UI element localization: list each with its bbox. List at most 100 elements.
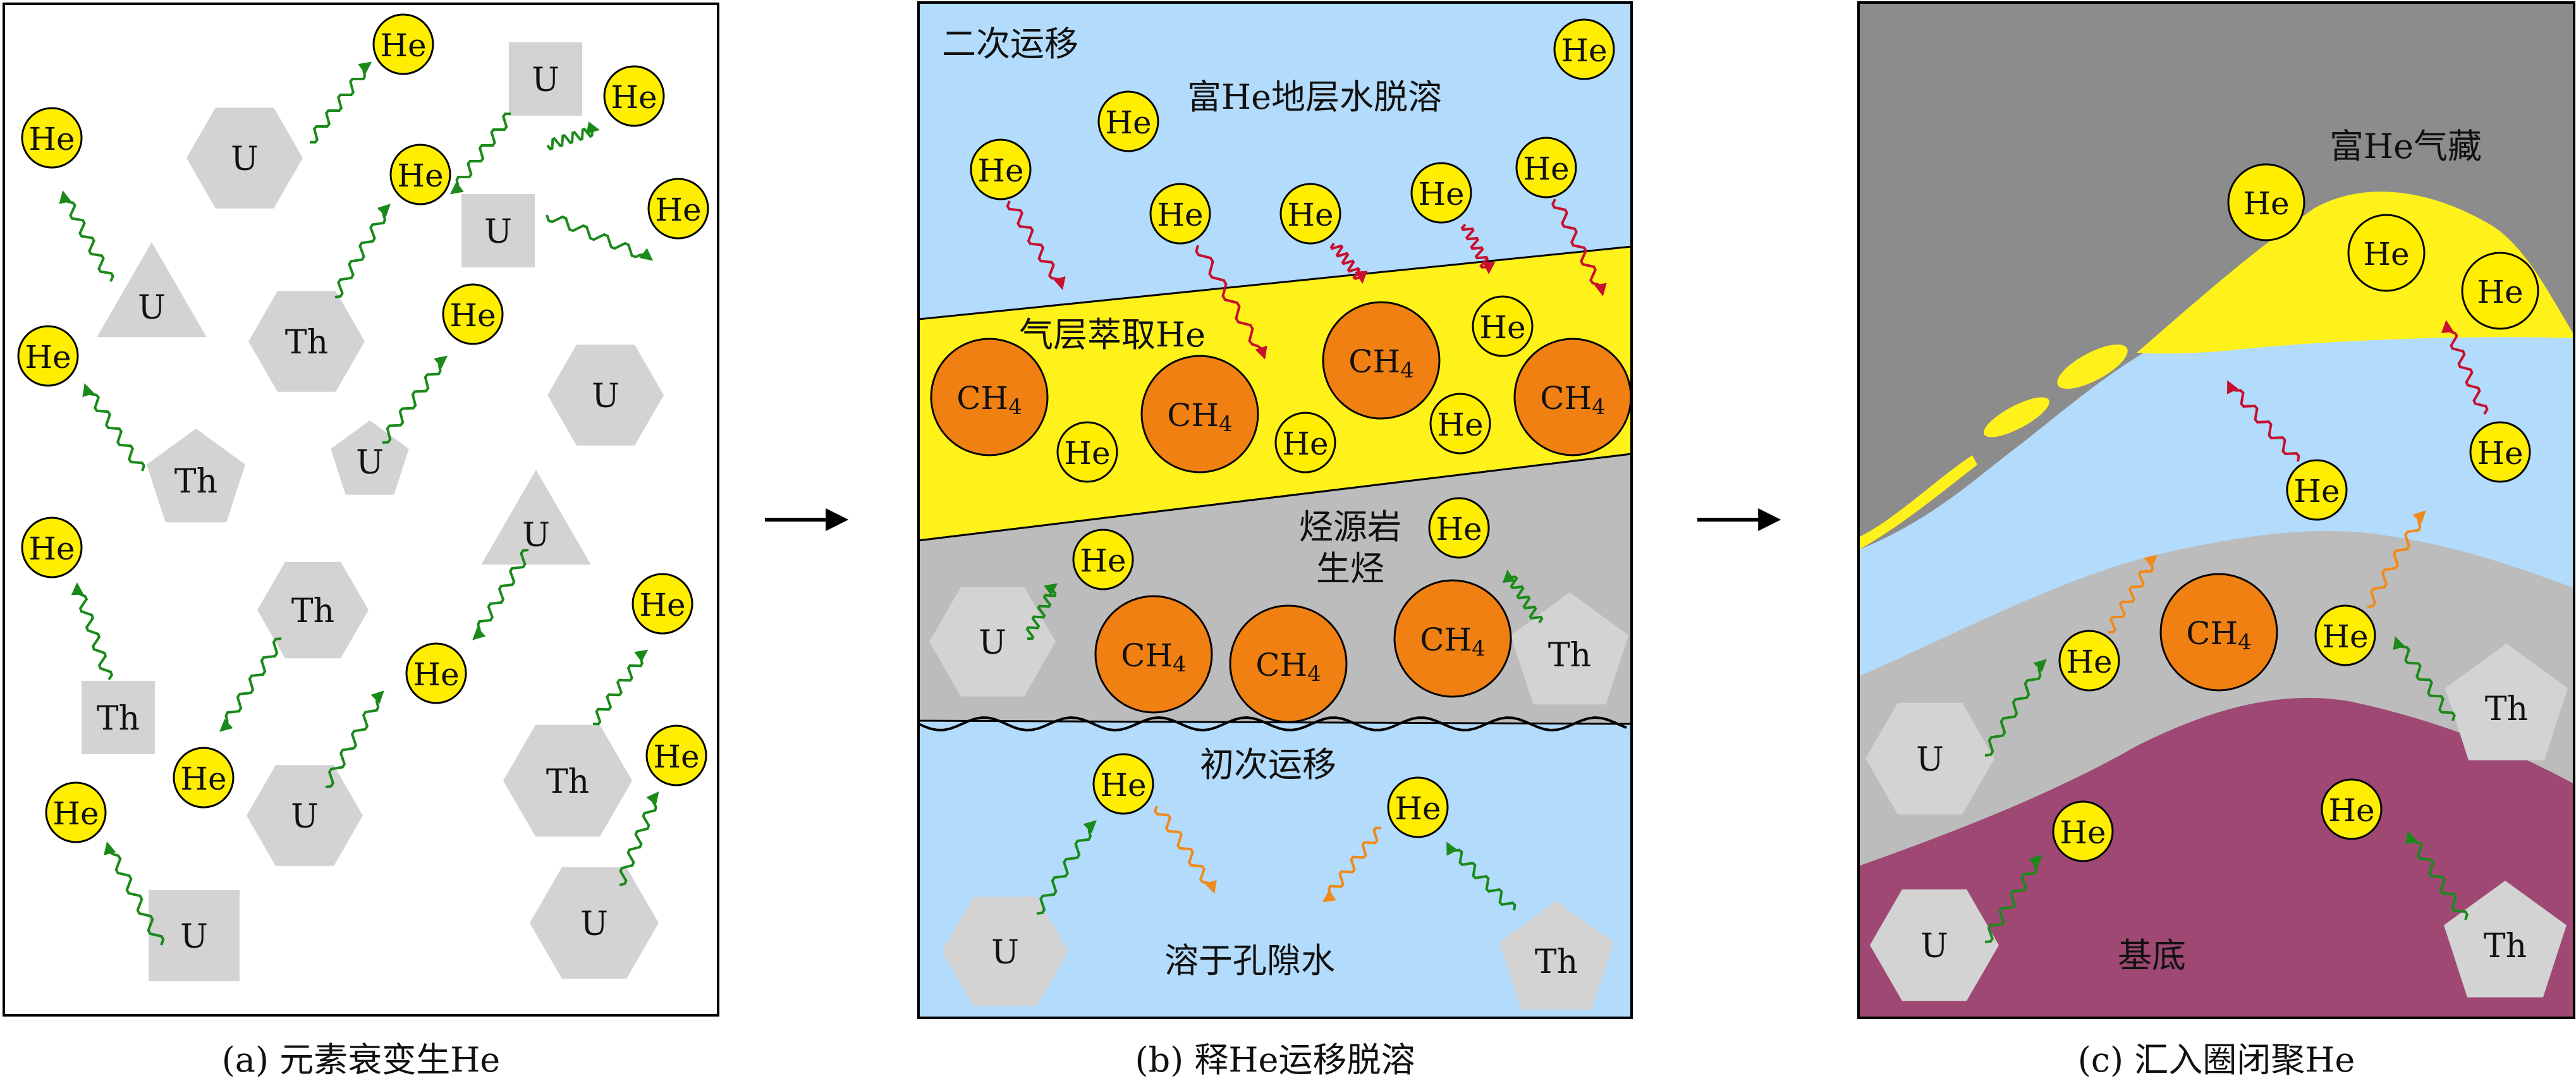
migration-arrow [1460, 223, 1496, 274]
migration-arrow [546, 121, 600, 151]
hexagon-mineral: U [1870, 889, 1999, 1001]
pentagon-mineral: Th [2444, 881, 2567, 998]
thorium-label: Th [2484, 927, 2527, 965]
helium-label: He [52, 795, 99, 832]
square-mineral: U [149, 890, 240, 981]
triangle-mineral: U [481, 470, 591, 565]
helium-atom: He [2461, 252, 2539, 330]
helium-label: He [1561, 32, 1607, 69]
methane-molecule: CH4 [1094, 595, 1213, 714]
migration-arrow [82, 383, 146, 472]
uranium-label: U [1916, 741, 1944, 779]
migration-arrow [2226, 380, 2300, 462]
helium-atom: He [2469, 421, 2531, 483]
helium-atom: He [970, 138, 1032, 200]
uranium-label: U [580, 905, 608, 943]
helium-label: He [2477, 274, 2523, 310]
helium-label: He [2322, 618, 2368, 655]
methane-molecule: CH4 [2159, 573, 2278, 692]
helium-atom: He [2227, 163, 2305, 241]
unconformity-wavy-line [919, 716, 1627, 732]
square-mineral: U [509, 42, 582, 116]
panel-a-frame [3, 3, 719, 1017]
uranium-label: U [231, 140, 259, 178]
label-source-rock-line1: 烃源岩 [1299, 507, 1401, 547]
helium-label: He [639, 587, 685, 623]
thorium-label: Th [285, 324, 328, 362]
label-source-rock-line2: 生烃 [1316, 549, 1384, 589]
helium-atom: He [1410, 162, 1472, 224]
helium-label: He [25, 339, 71, 376]
hexagon-mineral: U [929, 587, 1056, 697]
methane-molecule: CH4 [1229, 604, 1348, 723]
migration-arrow [1984, 855, 2043, 943]
basement-layer [1859, 697, 2574, 1018]
migration-arrow [449, 113, 511, 195]
panel-c-frame [1857, 1, 2575, 1019]
helium-label: He [1418, 176, 1464, 212]
helium-atom: He [1515, 137, 1577, 199]
helium-atom: He [1097, 90, 1159, 152]
helium-atom: He [1387, 776, 1449, 838]
helium-label: He [1287, 197, 1333, 233]
helium-atom: He [21, 107, 83, 169]
hexagon-mineral: Th [503, 724, 632, 837]
helium-label: He [2293, 473, 2340, 510]
helium-label: He [653, 738, 699, 775]
helium-label: He [2066, 644, 2112, 680]
helium-label: He [2363, 236, 2409, 272]
hexagon-mineral: U [247, 765, 363, 866]
square-mineral: U [461, 194, 535, 267]
migration-arrow [1153, 805, 1217, 894]
helium-label: He [28, 121, 75, 157]
helium-atom: He [1072, 529, 1134, 590]
uranium-label: U [484, 213, 512, 251]
migration-arrow [1329, 242, 1368, 284]
triangle-mineral: U [97, 242, 207, 337]
migration-arrow [1984, 659, 2047, 757]
label-basement: 基底 [2118, 936, 2186, 975]
helium-atom: He [1274, 412, 1336, 474]
migration-arrow [2405, 831, 2469, 920]
migration-arrow [325, 690, 384, 788]
helium-label: He [2243, 185, 2289, 222]
helium-label: He [180, 761, 226, 797]
migration-arrow [1036, 820, 1097, 915]
helium-atom: He [21, 516, 83, 578]
helium-atom: He [1472, 295, 1534, 357]
migration-arrow [1446, 841, 1517, 911]
caption-c: (c) 汇入圈闭聚He [2078, 1040, 2355, 1080]
helium-label: He [1064, 435, 1110, 472]
helium-label: He [977, 152, 1023, 189]
helium-label: He [2060, 814, 2106, 851]
helium-atom: He [17, 325, 79, 387]
helium-label: He [1105, 104, 1151, 141]
methane-molecule: CH4 [1322, 301, 1441, 420]
label-secondary-migration: 二次运移 [942, 24, 1078, 64]
label-gas-extraction: 气层萃取He [1019, 315, 1206, 355]
gas-lens-2 [1984, 397, 2049, 437]
migration-arrow [2393, 636, 2456, 721]
helium-label: He [2328, 792, 2374, 829]
methane-molecule: CH4 [1140, 355, 1259, 474]
uranium-label: U [356, 444, 384, 482]
helium-atom: He [389, 144, 451, 205]
migration-arrow [2367, 510, 2426, 608]
helium-label: He [1479, 309, 1525, 346]
migration-arrow [546, 214, 654, 261]
pentagon-mineral: Th [147, 429, 245, 523]
uranium-label: U [1920, 927, 1948, 965]
helium-atom: He [2286, 459, 2348, 521]
gas-streak [1859, 455, 1977, 550]
methane-molecule: CH4 [1393, 579, 1512, 698]
thorium-label: Th [546, 763, 589, 801]
methane-label: CH4 [1348, 343, 1414, 383]
helium-label: He [1437, 406, 1483, 443]
helium-atom: He [1056, 421, 1118, 483]
label-dissolved-in-pore-water: 溶于孔隙水 [1164, 941, 1335, 981]
helium-label: He [397, 157, 443, 194]
caption-b: (b) 释He运移脱溶 [1135, 1040, 1415, 1080]
